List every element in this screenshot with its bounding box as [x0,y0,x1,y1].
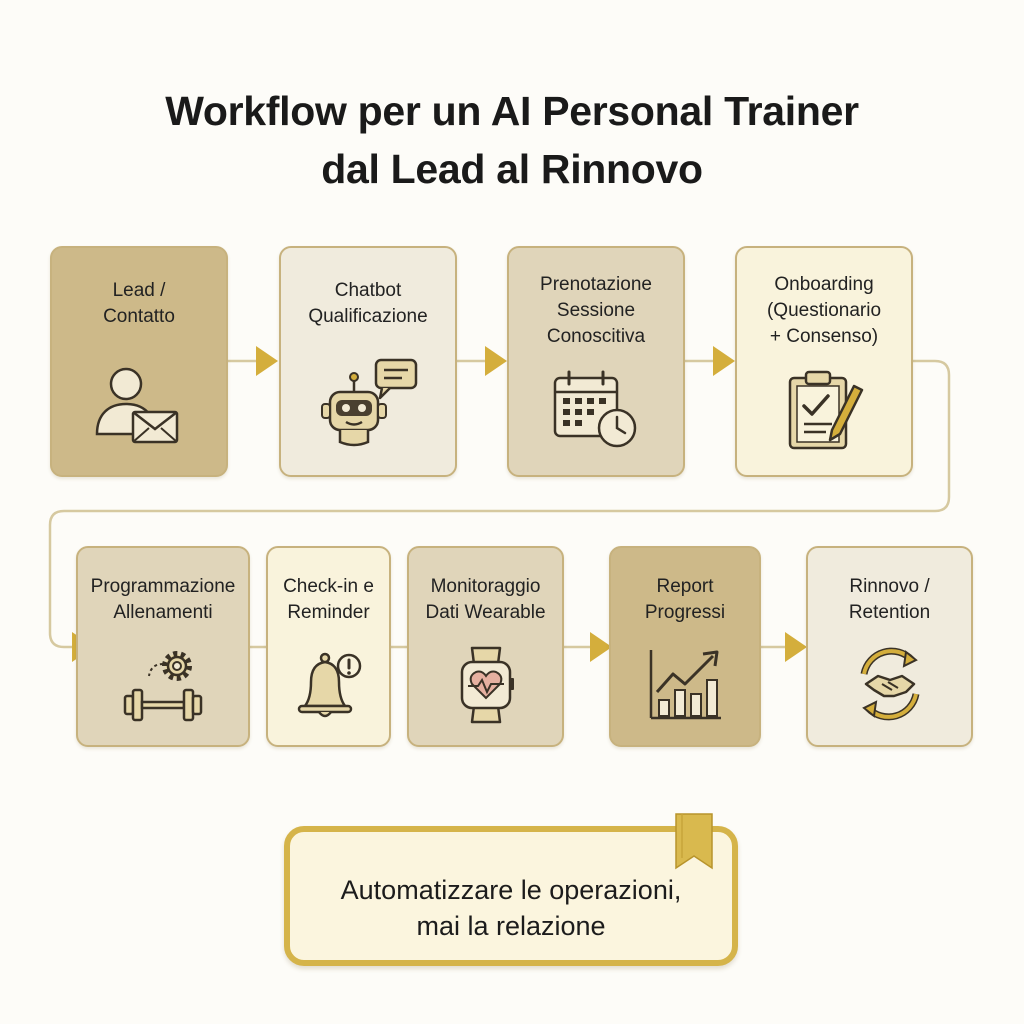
connector-arrow [256,346,278,376]
handshake-cycle-icon [860,647,919,721]
step-chatbot-qualificazione: Chatbot Qualificazione [279,246,457,477]
user-envelope-icon [95,367,179,444]
step-prenotazione-sessione: Prenotazione Sessione Conoscitiva [507,246,685,477]
step-label: Report Progressi [644,576,726,623]
connector-arrow [485,346,507,376]
dumbbell-gear-icon [123,651,203,722]
title-line-1: Workflow per un AI Personal Trainer [165,88,859,134]
step-monitoraggio-wearable: Monitoraggio Dati Wearable [407,546,564,747]
step-rinnovo-retention: Rinnovo / Retention [806,546,973,747]
wrap-connector-line [48,359,951,649]
chatbot-robot-icon [321,358,418,447]
page-title: Workflow per un AI Personal Trainer dal … [0,82,1024,198]
step-onboarding: Onboarding (Questionario + Consenso) [735,246,913,477]
step-label: Prenotazione Sessione Conoscitiva [540,274,652,347]
step-report-progressi: Report Progressi [609,546,761,747]
step-label: Check-in e Reminder [283,576,374,623]
connector-arrow [590,632,612,662]
motto-banner: Automatizzare le operazioni, mai la rela… [284,826,738,966]
title-line-2: dal Lead al Rinnovo [321,146,703,192]
growth-chart-icon [649,650,721,720]
ribbon-bookmark-icon [675,813,713,870]
step-label: Monitoraggio Dati Wearable [425,576,546,623]
banner-text: Automatizzare le operazioni, mai la rela… [340,875,682,941]
step-label: Chatbot Qualificazione [308,280,428,327]
step-programmazione-allenamenti: Programmazione Allenamenti [76,546,250,747]
step-label: Onboarding (Questionario + Consenso) [766,274,882,347]
step-label: Rinnovo / Retention [848,576,931,623]
step-check-in-reminder: Check-in e Reminder [266,546,391,747]
step-lead-contatto: Lead / Contatto [50,246,228,477]
step-label: Lead / Contatto [103,280,175,327]
calendar-clock-icon [553,370,637,448]
smartwatch-heart-icon [460,646,514,724]
connector-arrow [713,346,735,376]
step-label: Programmazione Allenamenti [90,576,236,623]
clipboard-check-icon [788,370,864,450]
connector-arrow [785,632,807,662]
bell-alert-icon [297,652,361,718]
